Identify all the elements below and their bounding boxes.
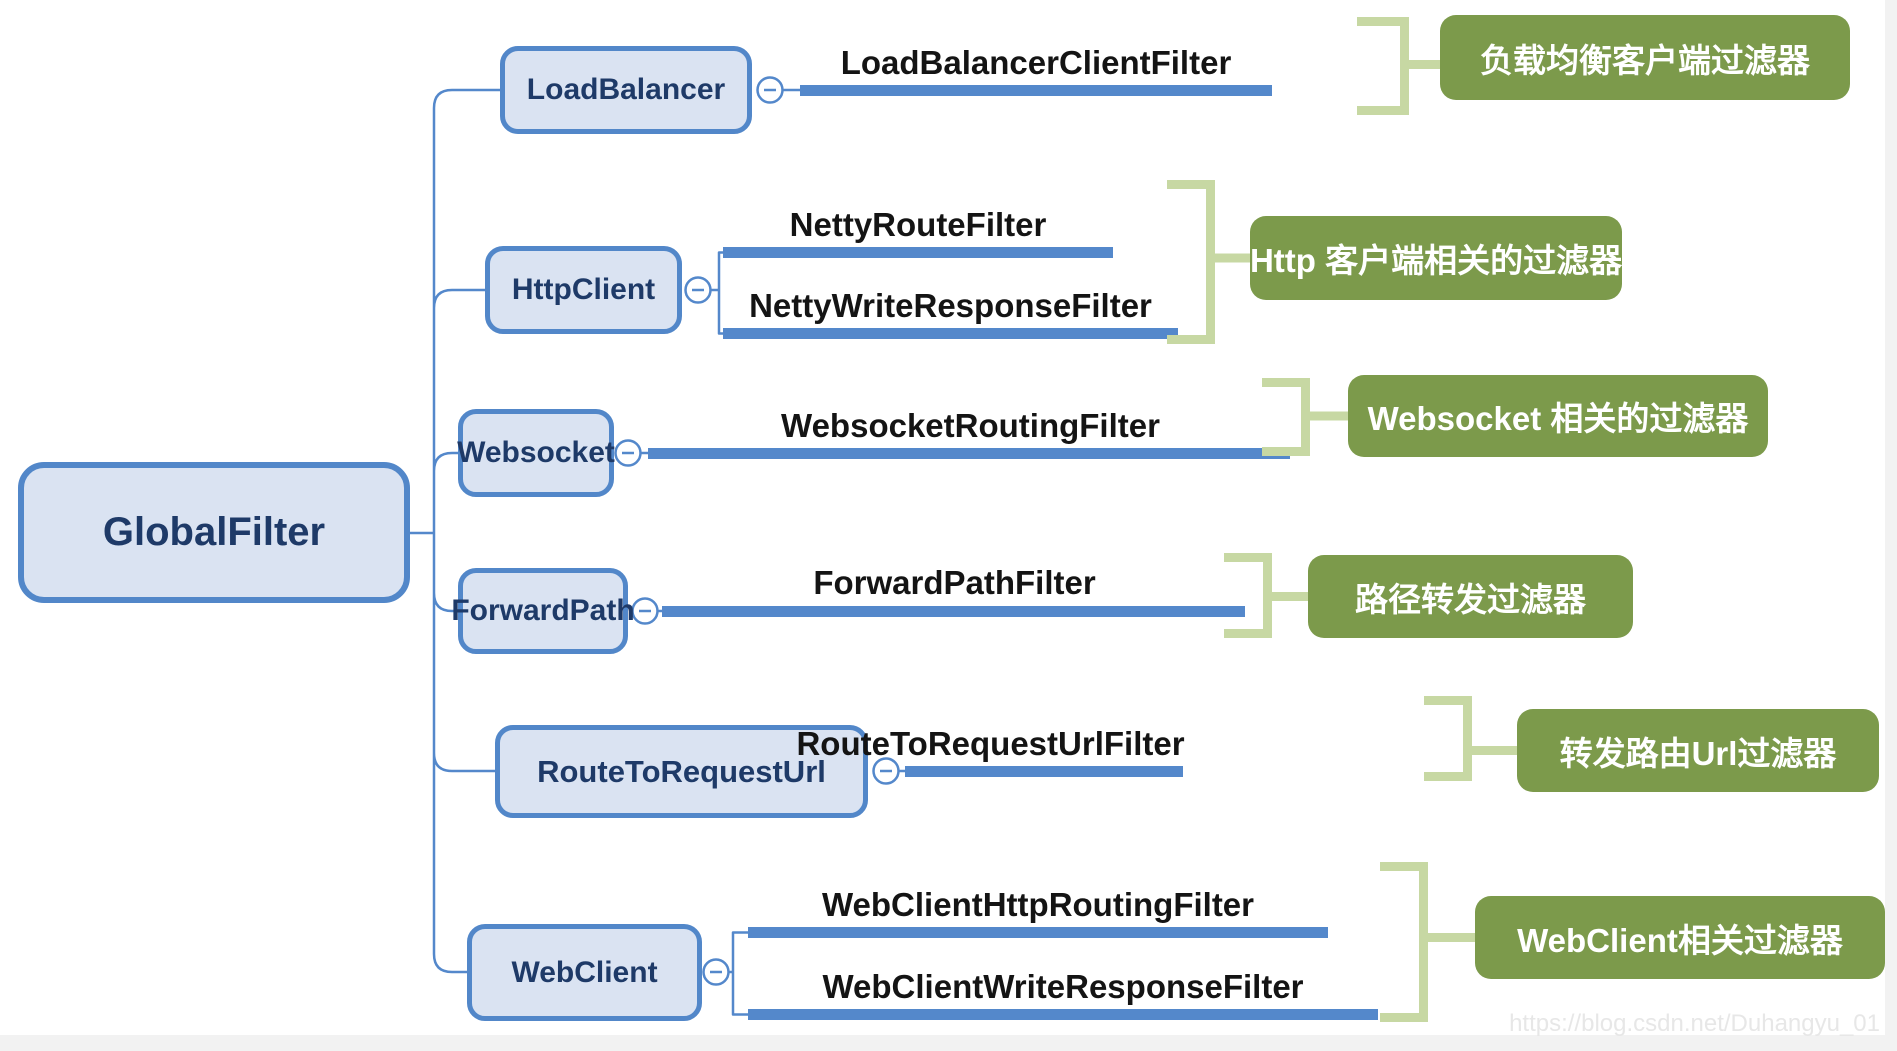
note-loadbalancer[interactable]: 负载均衡客户端过滤器	[1440, 15, 1850, 100]
watermark-url: https://blog.csdn.net/Duhangyu_01	[1509, 1010, 1880, 1037]
child-branch-lines	[648, 85, 1378, 1020]
node-websocket[interactable]: Websocket	[457, 409, 615, 497]
note-bracket-routetorequesturl	[1424, 696, 1517, 781]
note-routetorequesturl[interactable]: 转发路由Url过滤器	[1517, 709, 1879, 792]
child-node-forwardpathfilter[interactable]: ForwardPathFilter	[813, 564, 1096, 601]
right-scrollbar-gutter[interactable]	[1885, 0, 1897, 1051]
child-node-nettywriteresponsefilter[interactable]: NettyWriteResponseFilter	[749, 287, 1152, 324]
node-webclient[interactable]: WebClient	[467, 924, 702, 1021]
child-node-routetorequesturlfilter[interactable]: RouteToRequestUrlFilter	[796, 725, 1185, 762]
node-httpclient[interactable]: HttpClient	[485, 246, 682, 334]
note-bracket-httpclient	[1167, 180, 1250, 344]
collapse-toggle-icon[interactable]	[756, 76, 784, 104]
child-node-loadbalancerclientfilter[interactable]: LoadBalancerClientFilter	[840, 44, 1232, 81]
trunk-path	[408, 88, 502, 974]
child-node-nettyroutefilter[interactable]: NettyRouteFilter	[789, 206, 1047, 243]
node-loadbalancer[interactable]: LoadBalancer	[500, 46, 752, 134]
note-websocket[interactable]: Websocket 相关的过滤器	[1348, 375, 1768, 457]
bottom-scrollbar-gutter[interactable]	[0, 1035, 1897, 1051]
note-forwardpath[interactable]: 路径转发过滤器	[1308, 555, 1633, 638]
note-httpclient[interactable]: Http 客户端相关的过滤器	[1250, 216, 1622, 300]
node-routetorequesturl[interactable]: RouteToRequestUrl	[495, 725, 868, 818]
note-bracket-webclient	[1380, 862, 1475, 1022]
note-brackets	[1167, 17, 1517, 1022]
collapse-toggle-icon[interactable]	[872, 757, 900, 785]
collapse-toggle-icon[interactable]	[614, 439, 642, 467]
note-bracket-websocket	[1262, 378, 1348, 456]
note-bracket-loadbalancer	[1357, 17, 1440, 115]
collapse-toggle-icon[interactable]	[631, 597, 659, 625]
child-connector-path	[639, 88, 907, 1016]
child-node-webclienthttproutingfilter[interactable]: WebClientHttpRoutingFilter	[822, 886, 1254, 923]
child-node-websocketroutingfilter[interactable]: WebsocketRoutingFilter	[781, 407, 1160, 444]
collapse-toggle-icon[interactable]	[702, 958, 730, 986]
node-globalfilter[interactable]: GlobalFilter	[18, 462, 410, 603]
node-forwardpath[interactable]: ForwardPath	[451, 568, 635, 654]
collapse-toggle-icon[interactable]	[684, 276, 712, 304]
collapse-toggles	[614, 76, 900, 986]
tree-connector-lines	[408, 88, 907, 1016]
note-webclient[interactable]: WebClient相关过滤器	[1475, 896, 1885, 979]
note-bracket-forwardpath	[1224, 553, 1308, 638]
child-node-webclientwriteresponsefilter[interactable]: WebClientWriteResponseFilter	[822, 968, 1304, 1005]
